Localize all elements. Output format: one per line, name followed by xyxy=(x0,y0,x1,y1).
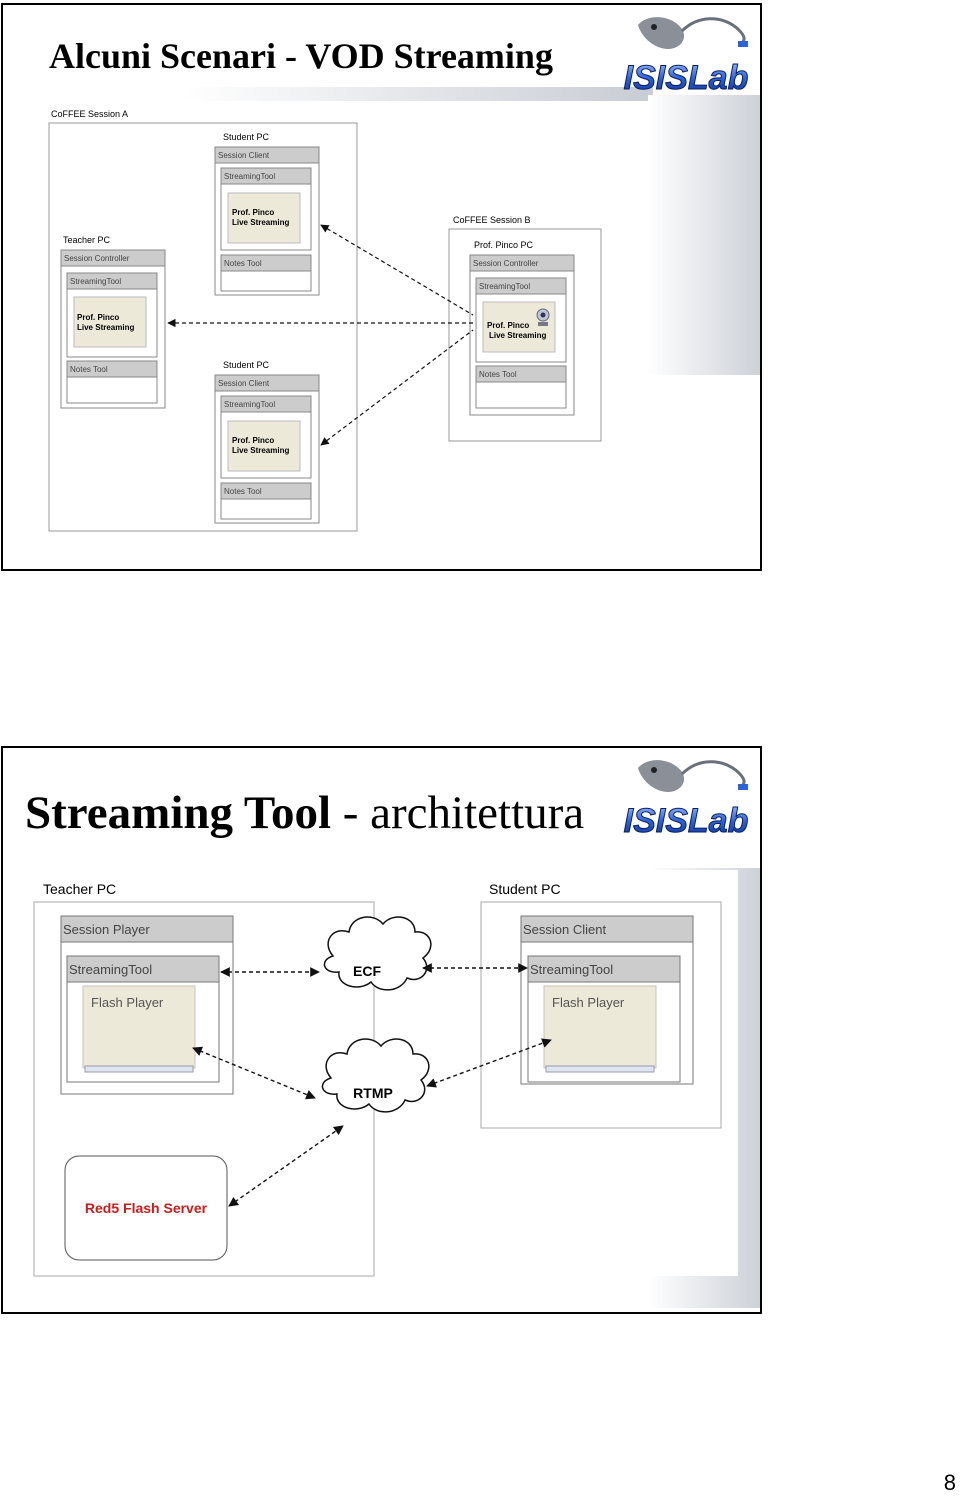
student-top-video xyxy=(227,192,301,244)
svg-text:StreamingTool: StreamingTool xyxy=(479,282,530,291)
slide-vod-streaming: Alcuni Scenari - VOD Streaming ISISLab C… xyxy=(1,3,762,571)
svg-text:Live Streaming: Live Streaming xyxy=(232,446,289,455)
svg-text:Session Controller: Session Controller xyxy=(473,259,539,268)
svg-text:Session Client: Session Client xyxy=(218,151,270,160)
teacher-controller-label: Session Controller xyxy=(64,254,130,263)
side-gradient xyxy=(648,95,760,375)
teacher-pc-title: Teacher PC xyxy=(63,235,111,245)
svg-text:StreamingTool: StreamingTool xyxy=(224,400,275,409)
page-number: 8 xyxy=(943,1470,956,1495)
isislab-logo: ISISLab xyxy=(623,17,749,98)
student-flash-player xyxy=(543,985,657,1069)
student-bottom-video xyxy=(227,420,301,472)
slide-title: Alcuni Scenari - VOD Streaming xyxy=(49,36,553,76)
red5-server-label: Red5 Flash Server xyxy=(85,1200,208,1216)
svg-text:Flash Player: Flash Player xyxy=(91,995,164,1010)
ecf-cloud: ECF xyxy=(323,916,432,991)
svg-text:Notes Tool: Notes Tool xyxy=(224,259,262,268)
arrow-studenttop-prof xyxy=(320,224,474,316)
slide-streaming-architecture: Streaming Tool - architettura ISISLab Te… xyxy=(1,746,762,1314)
svg-text:Prof. Pinco: Prof. Pinco xyxy=(232,436,274,445)
ecf-label: ECF xyxy=(353,963,381,979)
student-pc-title: Student PC xyxy=(489,881,561,897)
arrow-server-rtmp xyxy=(228,1125,344,1207)
title-gradient-bar xyxy=(183,87,653,101)
student-bottom-title: Student PC xyxy=(223,360,270,370)
architecture-diagram: Teacher PC Session Player StreamingTool … xyxy=(33,870,738,1277)
teacher-flash-player xyxy=(82,985,196,1069)
svg-text:Flash Player: Flash Player xyxy=(552,995,625,1010)
slide-title: Streaming Tool - architettura xyxy=(25,787,585,839)
svg-text:StreamingTool: StreamingTool xyxy=(224,172,275,181)
svg-text:Live Streaming: Live Streaming xyxy=(232,218,289,227)
rtmp-cloud: RTMP xyxy=(321,1038,430,1113)
logo-text: ISISLab xyxy=(624,59,749,97)
svg-text:Prof. Pinco: Prof. Pinco xyxy=(487,321,529,330)
logo-text: ISISLab xyxy=(624,802,749,840)
rtmp-label: RTMP xyxy=(353,1085,393,1101)
teacher-pc-title: Teacher PC xyxy=(43,881,116,897)
svg-text:Notes Tool: Notes Tool xyxy=(479,370,517,379)
svg-text:Live Streaming: Live Streaming xyxy=(489,331,546,340)
student-top-title: Student PC xyxy=(223,132,270,142)
isislab-logo: ISISLab xyxy=(623,760,749,841)
teacher-streamingtool-label: StreamingTool xyxy=(69,962,152,977)
session-a-label: CoFFEE Session A xyxy=(51,109,128,119)
teacher-video xyxy=(73,296,147,348)
webcam-icon xyxy=(536,308,550,326)
arrow-studentbottom-prof xyxy=(320,329,474,446)
session-b-label: CoFFEE Session B xyxy=(453,215,531,225)
arrow-teacher-rtmp xyxy=(192,1046,316,1100)
svg-text:Notes Tool: Notes Tool xyxy=(224,487,262,496)
session-player-label: Session Player xyxy=(63,922,150,937)
red5-server-box xyxy=(64,1155,228,1261)
svg-text:Live Streaming: Live Streaming xyxy=(77,323,134,332)
prof-pc-title: Prof. Pinco PC xyxy=(474,240,534,250)
teacher-streamingtool-label: StreamingTool xyxy=(70,277,121,286)
svg-text:Prof. Pinco: Prof. Pinco xyxy=(77,313,119,322)
teacher-notestool-label: Notes Tool xyxy=(70,365,108,374)
svg-text:Prof. Pinco: Prof. Pinco xyxy=(232,208,274,217)
arrow-rtmp-student xyxy=(426,1038,552,1088)
vod-diagram: CoFFEE Session A Teacher PC Session Cont… xyxy=(48,109,602,532)
session-client-label: Session Client xyxy=(523,922,606,937)
student-streamingtool-label: StreamingTool xyxy=(530,962,613,977)
svg-text:Session Client: Session Client xyxy=(218,379,270,388)
